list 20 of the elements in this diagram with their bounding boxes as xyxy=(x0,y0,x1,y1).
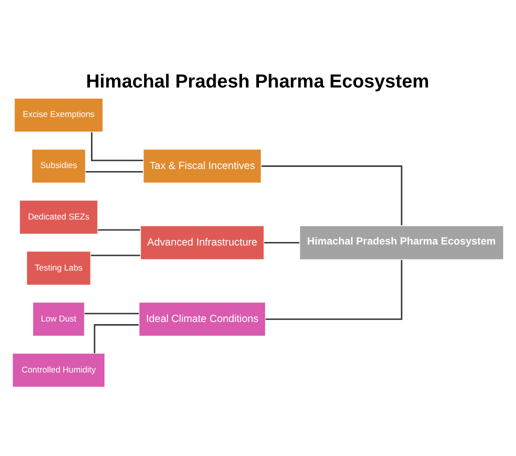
node-box: Low Dust xyxy=(32,301,86,336)
connector xyxy=(86,170,143,172)
connector xyxy=(94,324,139,353)
connector xyxy=(266,260,402,320)
node-box: Tax & Fiscal Incentives xyxy=(142,148,262,184)
connector xyxy=(98,228,140,230)
node-box: Excise Exemptions xyxy=(14,97,104,132)
connector xyxy=(84,312,139,314)
connector xyxy=(264,241,300,243)
node-box: Subsidies xyxy=(31,148,86,184)
node-box: Ideal Climate Conditions xyxy=(138,301,266,336)
node-box: Dedicated SEZs xyxy=(18,199,98,234)
node-box: Himachal Pradesh Pharma Ecosystem xyxy=(299,224,504,260)
connector xyxy=(90,254,140,256)
node-box: Testing Labs xyxy=(26,250,92,286)
node-box: Advanced Infrastructure xyxy=(140,224,265,260)
diagram-title: Himachal Pradesh Pharma Ecosystem xyxy=(86,71,430,92)
connector xyxy=(262,164,402,225)
connector xyxy=(91,132,144,161)
node-box: Controlled Humidity xyxy=(12,352,106,388)
